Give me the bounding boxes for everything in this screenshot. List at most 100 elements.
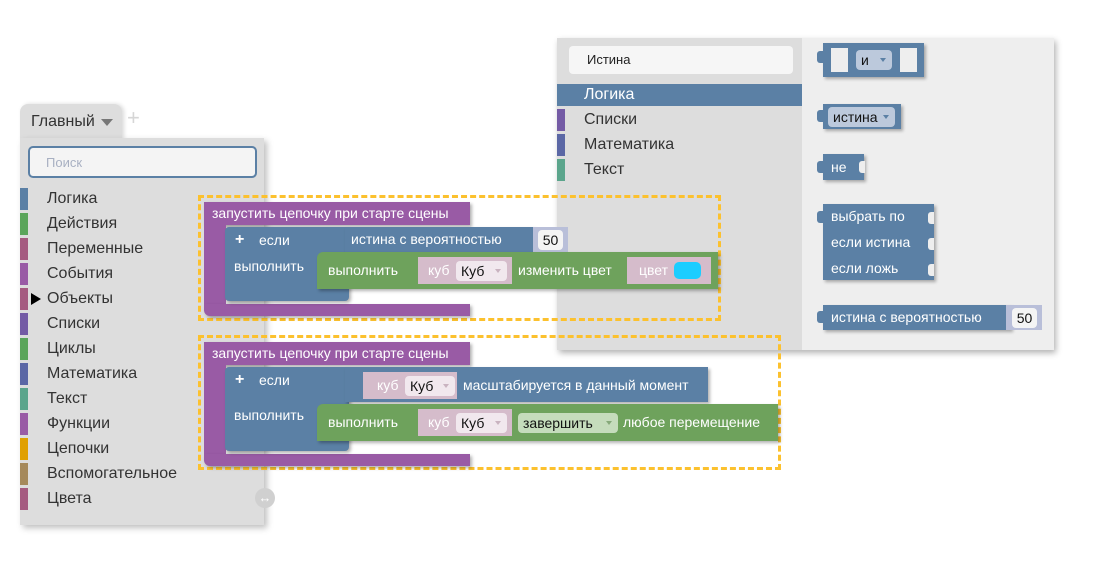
flyout-category[interactable]: Математика [557,134,802,156]
category-color-bar [20,188,28,210]
block-label: истина с вероятностью [831,309,982,325]
object-prefix: куб [428,262,450,278]
toolbox-category[interactable]: Вспомогательное [20,463,264,485]
search-placeholder: Поиск [46,155,83,170]
hat-block-bottom [204,304,470,316]
toolbox-category[interactable]: События [20,263,264,285]
object-prefix: куб [428,414,450,430]
dropdown-arrow-icon [883,115,889,119]
logic-not-block[interactable]: не [817,154,865,180]
toolbox-category[interactable]: Цепочки [20,438,264,460]
probability-value[interactable]: 50 [538,230,563,250]
mode-value: завершить [523,415,593,431]
action-label: выполнить [328,262,398,278]
probability-value[interactable]: 50 [1012,308,1037,328]
flyout-category[interactable]: Текст [557,159,802,181]
toolbox-category[interactable]: Цвета [20,488,264,510]
block-label: не [831,159,847,175]
hat-block-body [204,364,226,456]
toolbox-category[interactable]: Переменные [20,238,264,260]
category-color-bar [20,438,28,460]
color-block[interactable]: цвет [627,257,711,284]
script-selection-outline [198,195,721,321]
add-tab-button[interactable]: + [127,105,140,130]
category-color-bar [557,159,565,181]
category-label: Циклы [47,340,96,357]
category-color-bar [20,463,28,485]
action-suffix: любое перемещение [623,414,760,430]
category-color-bar [20,213,28,235]
mode-dropdown[interactable]: завершить [518,413,618,433]
category-label: Логика [584,86,635,103]
logic-ternary-block[interactable]: выбрать по если истина если ложь [817,204,934,280]
random-condition-block[interactable]: истина с вероятностью 50 [345,227,568,252]
start-scene-hat-block[interactable]: запустить цепочку при старте сцены [204,202,470,225]
action-block[interactable]: выполнить куб Куб завершить любое переме… [317,404,778,441]
toolbox-category[interactable]: Циклы [20,338,264,360]
number-block[interactable]: 50 [1006,305,1042,330]
operator-dropdown[interactable]: и [856,50,892,70]
category-color-bar [20,413,28,435]
toolbox-category[interactable]: Логика [20,188,264,210]
color-label: цвет [639,262,669,278]
dropdown-arrow-icon [495,421,501,425]
color-swatch[interactable] [674,262,701,279]
condition-label: истина с вероятностью [351,231,502,247]
input-socket [928,264,934,276]
plus-icon[interactable]: + [235,371,245,388]
category-label: Функции [47,415,111,432]
object-block[interactable]: куб Куб [418,257,512,284]
input-socket [928,238,934,250]
logic-and-block[interactable]: и [817,43,924,77]
toolbox-category[interactable]: Функции [20,413,264,435]
logic-random-block[interactable]: истина с вероятностью 50 [817,305,1042,330]
flyout-search-input[interactable]: Истина [569,46,793,74]
toolbox-category[interactable]: Математика [20,363,264,385]
toolbox-category[interactable]: Текст [20,388,264,410]
boolean-dropdown[interactable]: истина [828,107,895,127]
block-label-then: если истина [831,234,911,250]
category-color-bar [20,238,28,260]
flyout-search-value: Истина [587,52,631,67]
logic-boolean-block[interactable]: истина [817,104,901,129]
script-selection-outline [198,335,781,470]
action-block[interactable]: выполнить куб Куб изменить цвет цвет [317,252,718,289]
dropdown-arrow-icon [606,421,612,425]
workspace-tab-label: Главный [31,113,95,130]
category-color-bar [20,313,28,335]
object-block[interactable]: куб Куб [363,372,457,399]
output-connector [817,110,823,122]
object-dropdown[interactable]: Куб [405,376,455,396]
scaling-condition-block[interactable]: куб Куб масштабируется в данный момент [345,367,708,402]
block-label-else: если ложь [831,260,899,276]
workspace-tab[interactable]: Главный [20,104,122,140]
category-label: Текст [47,390,88,407]
plus-icon[interactable]: + [235,231,245,248]
chevron-down-icon[interactable] [101,119,113,126]
toolbox-category[interactable]: Списки [20,313,264,335]
category-label: Текст [584,161,625,178]
toolbox-category[interactable]: Действия [20,213,264,235]
search-input[interactable]: Поиск [28,146,257,178]
object-block[interactable]: куб Куб [418,409,512,436]
category-label: Объекты [47,290,113,307]
output-connector [817,161,823,173]
category-color-bar [20,288,28,310]
object-dropdown[interactable]: Куб [456,413,507,433]
expand-arrow-icon[interactable] [31,293,41,305]
start-scene-hat-block[interactable]: запустить цепочку при старте сцены [204,342,470,365]
output-connector [817,51,823,63]
category-label: Переменные [47,240,144,257]
category-label: Цепочки [47,440,110,457]
resize-handle-icon[interactable]: ↔ [255,488,275,508]
category-label: Списки [47,315,101,332]
flyout-category[interactable]: Списки [557,109,802,131]
object-dropdown[interactable]: Куб [456,261,507,281]
object-value: Куб [461,415,485,431]
input-socket-b [900,48,917,72]
flyout-category[interactable]: Логика [557,84,802,106]
toolbox-category[interactable]: Объекты [20,288,264,310]
category-color-bar [20,338,28,360]
object-value: Куб [461,263,485,279]
number-block[interactable]: 50 [533,227,568,252]
